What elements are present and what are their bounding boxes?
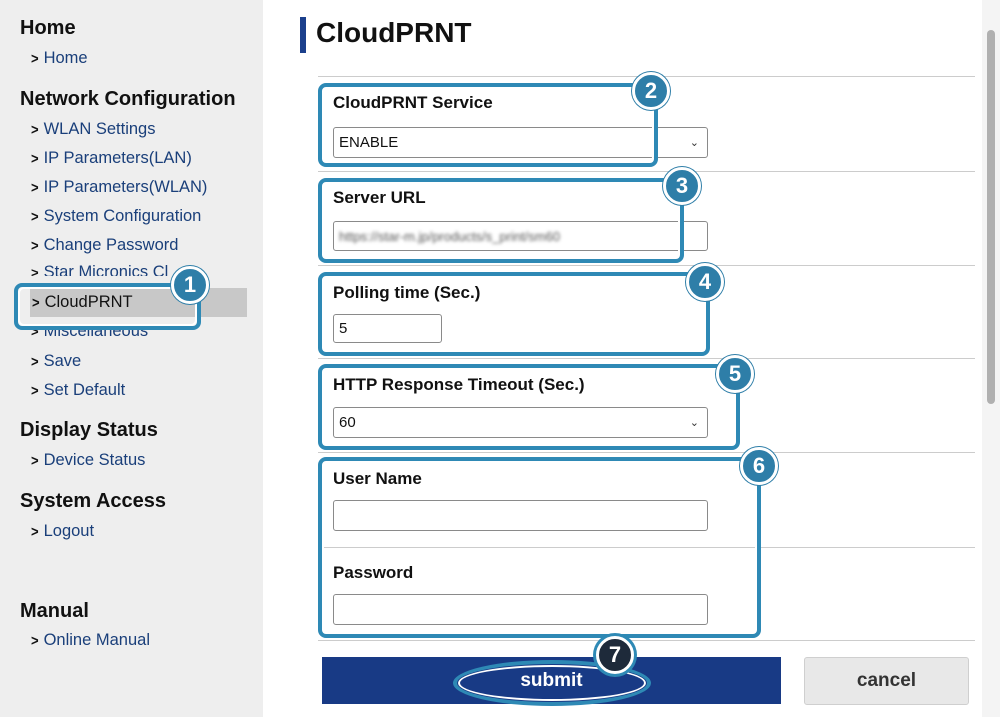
polling-time-label: Polling time (Sec.): [333, 283, 481, 302]
sidebar-item-online-manual[interactable]: >Online Manual: [31, 631, 150, 650]
sidebar-item-label: IP Parameters(LAN): [43, 149, 192, 167]
chevron-right-icon: >: [31, 352, 39, 371]
chevron-right-icon: >: [31, 49, 39, 68]
sidebar-item-label: Set Default: [43, 381, 126, 399]
chevron-right-icon: >: [31, 178, 39, 197]
chevron-right-icon: >: [31, 329, 39, 339]
scrollbar-thumb[interactable]: [987, 30, 995, 404]
chevron-right-icon: >: [31, 265, 39, 276]
callout-badge-6: 6: [740, 447, 778, 485]
sidebar-item-miscellaneous[interactable]: > Miscellaneous: [31, 329, 181, 340]
callout-badge-2: 2: [632, 72, 670, 110]
sidebar-item-label: Star Micronics Cl: [43, 263, 169, 276]
user-name-label: User Name: [333, 469, 422, 488]
sidebar-item-label: Logout: [43, 522, 95, 540]
callout-badge-5: 5: [716, 355, 754, 393]
divider: [318, 547, 975, 548]
callout-badge-1: 1: [171, 266, 209, 304]
divider: [318, 640, 975, 641]
sidebar-item-device-status[interactable]: >Device Status: [31, 451, 145, 470]
divider: [318, 452, 975, 453]
http-timeout-label: HTTP Response Timeout (Sec.): [333, 375, 585, 394]
callout-frame: [318, 457, 761, 638]
sidebar-item-cloudprnt[interactable]: >CloudPRNT: [30, 288, 247, 317]
polling-time-input[interactable]: 5: [333, 314, 442, 343]
sidebar-item-label: System Configuration: [43, 207, 202, 225]
chevron-down-icon: ⌄: [689, 416, 699, 429]
callout-frame-inner: [322, 276, 706, 352]
callout-frame-inner: [322, 368, 736, 446]
callout-frame: [318, 178, 684, 263]
callout-frame-inner: [322, 87, 654, 163]
sidebar-item-star-micronics[interactable]: > Star Micronics Cl: [31, 263, 181, 276]
callout-frame-inner: [458, 665, 646, 701]
chevron-right-icon: >: [32, 293, 40, 312]
sidebar-item-label: CloudPRNT: [44, 293, 133, 311]
password-input[interactable]: [333, 594, 708, 625]
sidebar-item-ip-lan[interactable]: >IP Parameters(LAN): [31, 149, 192, 168]
callout-badge-4: 4: [686, 263, 724, 301]
chevron-right-icon: >: [31, 207, 39, 226]
sidebar-section-manual: Manual: [20, 600, 89, 622]
cancel-button[interactable]: cancel: [804, 657, 969, 705]
callout-frame: [14, 283, 201, 330]
sidebar-section-system-access: System Access: [20, 490, 167, 512]
sidebar-item-set-default[interactable]: >Set Default: [31, 381, 125, 400]
sidebar-item-label: Online Manual: [43, 631, 150, 649]
page-title: CloudPRNT: [316, 17, 472, 48]
callout-frame-inner: [322, 461, 757, 634]
server-url-label: Server URL: [333, 188, 426, 207]
sidebar-item-label: Device Status: [43, 451, 146, 469]
input-value: 5: [339, 320, 348, 337]
password-label: Password: [333, 563, 414, 582]
callout-badge-7: 7: [596, 636, 634, 674]
divider: [318, 358, 975, 359]
sidebar-item-save[interactable]: >Save: [31, 352, 81, 371]
cloudprnt-service-select[interactable]: ENABLE ⌄: [333, 127, 708, 158]
sidebar-item-system-configuration[interactable]: >System Configuration: [31, 207, 201, 226]
sidebar-item-label: Home: [43, 49, 88, 67]
sidebar: Home >Home Network Configuration >WLAN S…: [0, 0, 263, 717]
sidebar-item-ip-wlan[interactable]: >IP Parameters(WLAN): [31, 178, 207, 197]
sidebar-item-change-password[interactable]: >Change Password: [31, 236, 178, 255]
callout-frame-inner: [322, 182, 680, 259]
divider: [318, 171, 975, 172]
chevron-down-icon: ⌄: [689, 136, 699, 149]
chevron-right-icon: >: [31, 381, 39, 400]
chevron-right-icon: >: [31, 522, 39, 541]
chevron-right-icon: >: [31, 149, 39, 168]
sidebar-item-label: Save: [43, 352, 82, 370]
select-value: ENABLE: [339, 134, 399, 151]
chevron-right-icon: >: [31, 451, 39, 470]
sidebar-item-label: Change Password: [43, 236, 179, 254]
callout-frame: [318, 83, 658, 167]
cloudprnt-service-label: CloudPRNT Service: [333, 93, 493, 112]
user-name-input[interactable]: [333, 500, 708, 531]
http-timeout-select[interactable]: 60 ⌄: [333, 407, 708, 438]
callout-frame-inner: [18, 287, 197, 326]
sidebar-section-home: Home: [20, 17, 76, 39]
sidebar-item-logout[interactable]: >Logout: [31, 522, 94, 541]
chevron-right-icon: >: [31, 120, 39, 139]
callout-badge-3: 3: [663, 167, 701, 205]
sidebar-item-label: Miscellaneous: [43, 329, 149, 340]
input-value: https://star-m.jp/products/s_print/sm60: [339, 228, 561, 244]
sidebar-item-wlan-settings[interactable]: >WLAN Settings: [31, 120, 155, 139]
sidebar-section-display-status: Display Status: [20, 419, 158, 441]
chevron-right-icon: >: [31, 631, 39, 650]
sidebar-item-label: WLAN Settings: [43, 120, 156, 138]
callout-frame: [453, 660, 651, 706]
title-accent-bar: [300, 17, 306, 53]
sidebar-item-label: IP Parameters(WLAN): [43, 178, 208, 196]
sidebar-section-network: Network Configuration: [20, 88, 236, 110]
sidebar-item-home[interactable]: >Home: [31, 49, 88, 68]
callout-frame: [318, 272, 710, 356]
server-url-input[interactable]: https://star-m.jp/products/s_print/sm60: [333, 221, 708, 251]
divider: [318, 265, 975, 266]
select-value: 60: [339, 414, 356, 431]
chevron-right-icon: >: [31, 236, 39, 255]
scrollbar[interactable]: [982, 0, 1000, 717]
callout-frame: [318, 364, 740, 450]
